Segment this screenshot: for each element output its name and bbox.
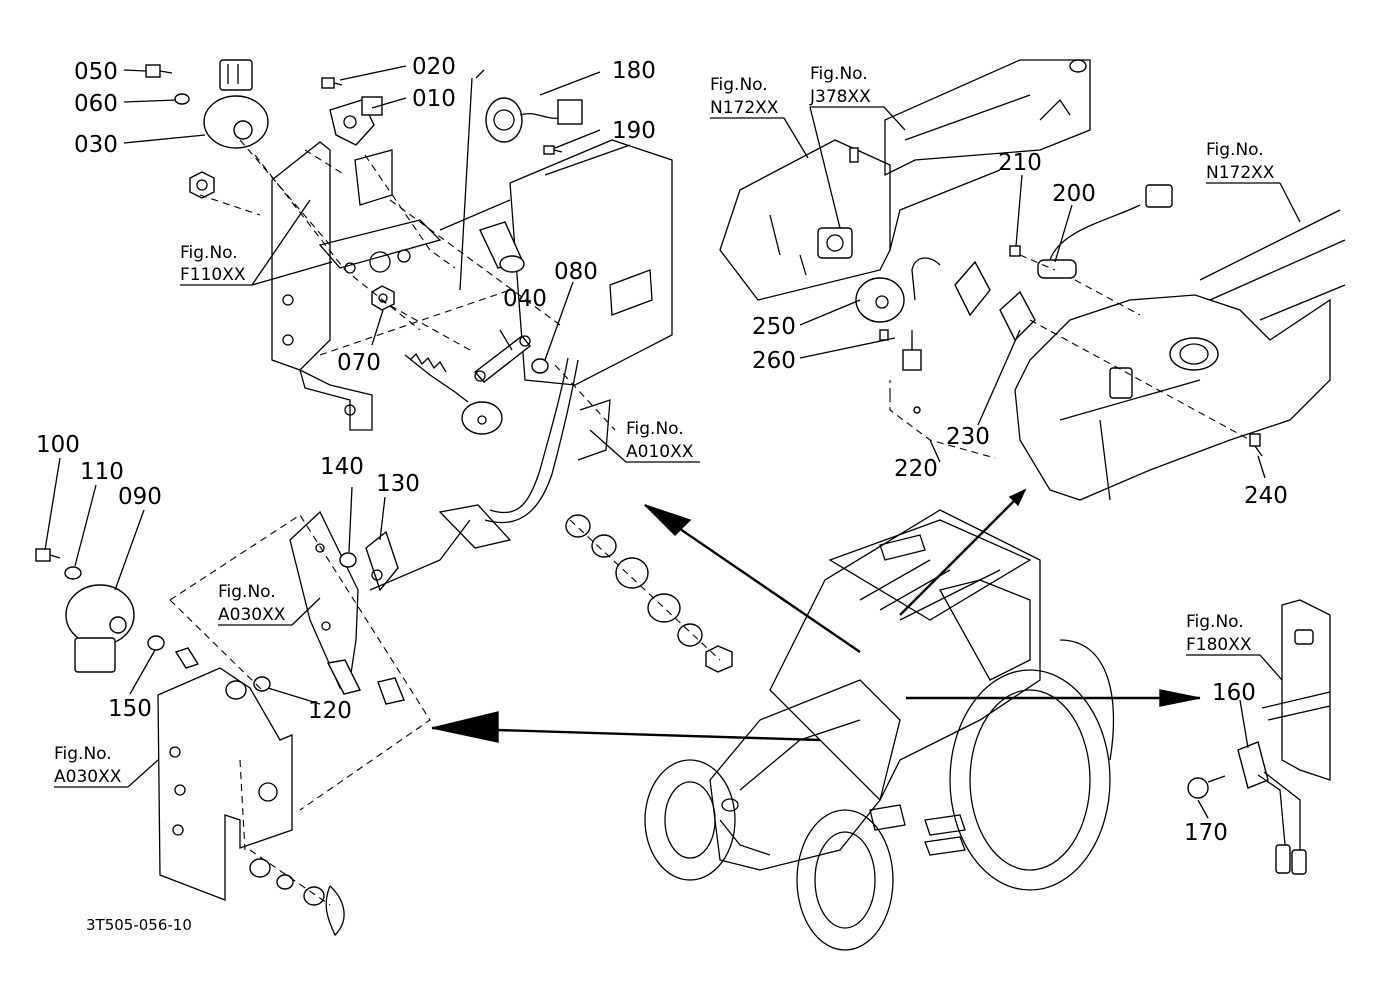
fender-switch-assembly [719,59,1346,501]
part-label-250: 250 [752,314,796,340]
part-label-140: 140 [320,454,364,480]
part-label-120: 120 [308,698,352,724]
fig-prefix-n172-left: Fig.No. [710,75,768,95]
part-label-090: 090 [118,484,162,510]
part-label-100: 100 [36,432,80,458]
part-label-240: 240 [1244,483,1288,509]
part-label-050: 050 [74,59,118,85]
part-number-labels: 050 060 030 020 010 180 190 070 040 080 … [36,54,1288,846]
fig-prefix-f110: Fig.No. [180,243,238,263]
part-label-200: 200 [1052,181,1096,207]
drawing-code: 3T505-056-10 [86,916,192,934]
part-label-230: 230 [946,424,990,450]
fig-prefix-j378: Fig.No. [810,64,868,84]
pedal-sensor-assembly-upper [145,59,673,524]
fig-ref-a010: A010XX [626,442,694,462]
part-label-070: 070 [337,350,381,376]
part-label-170: 170 [1184,820,1228,846]
side-switch-assembly [1187,599,1331,875]
fig-ref-f110: F110XX [180,265,246,285]
fig-prefix-a010: Fig.No. [626,419,684,439]
fig-ref-a030-lower: A030XX [54,767,122,787]
fig-prefix-n172-right: Fig.No. [1206,140,1264,160]
part-label-160: 160 [1212,680,1256,706]
part-label-080: 080 [554,259,598,285]
leader-lines [44,65,1301,819]
fig-prefix-a030-lower: Fig.No. [54,744,112,764]
fig-ref-n172-left: N172XX [710,98,779,118]
part-label-260: 260 [752,348,796,374]
part-label-150: 150 [108,696,152,722]
part-label-210: 210 [998,150,1042,176]
fig-ref-f180: F180XX [1186,635,1252,655]
part-label-190: 190 [612,118,656,144]
part-label-040: 040 [503,286,547,312]
part-label-220: 220 [894,456,938,482]
part-label-010: 010 [412,86,456,112]
fig-ref-a030-upper: A030XX [218,605,286,625]
tractor-overview [431,488,1201,951]
part-label-060: 060 [74,91,118,117]
part-label-180: 180 [612,58,656,84]
figure-references: Fig.No. F110XX Fig.No. A010XX Fig.No. A0… [54,64,1275,787]
part-label-110: 110 [80,459,124,485]
fig-ref-n172-right: N172XX [1206,163,1275,183]
part-label-130: 130 [376,471,420,497]
part-label-020: 020 [412,54,456,80]
pedal-sensor-assembly-lower [35,504,733,937]
fig-ref-j378: J378XX [809,87,871,107]
part-label-030: 030 [74,132,118,158]
fig-prefix-a030-upper: Fig.No. [218,582,276,602]
fig-prefix-f180: Fig.No. [1186,612,1244,632]
